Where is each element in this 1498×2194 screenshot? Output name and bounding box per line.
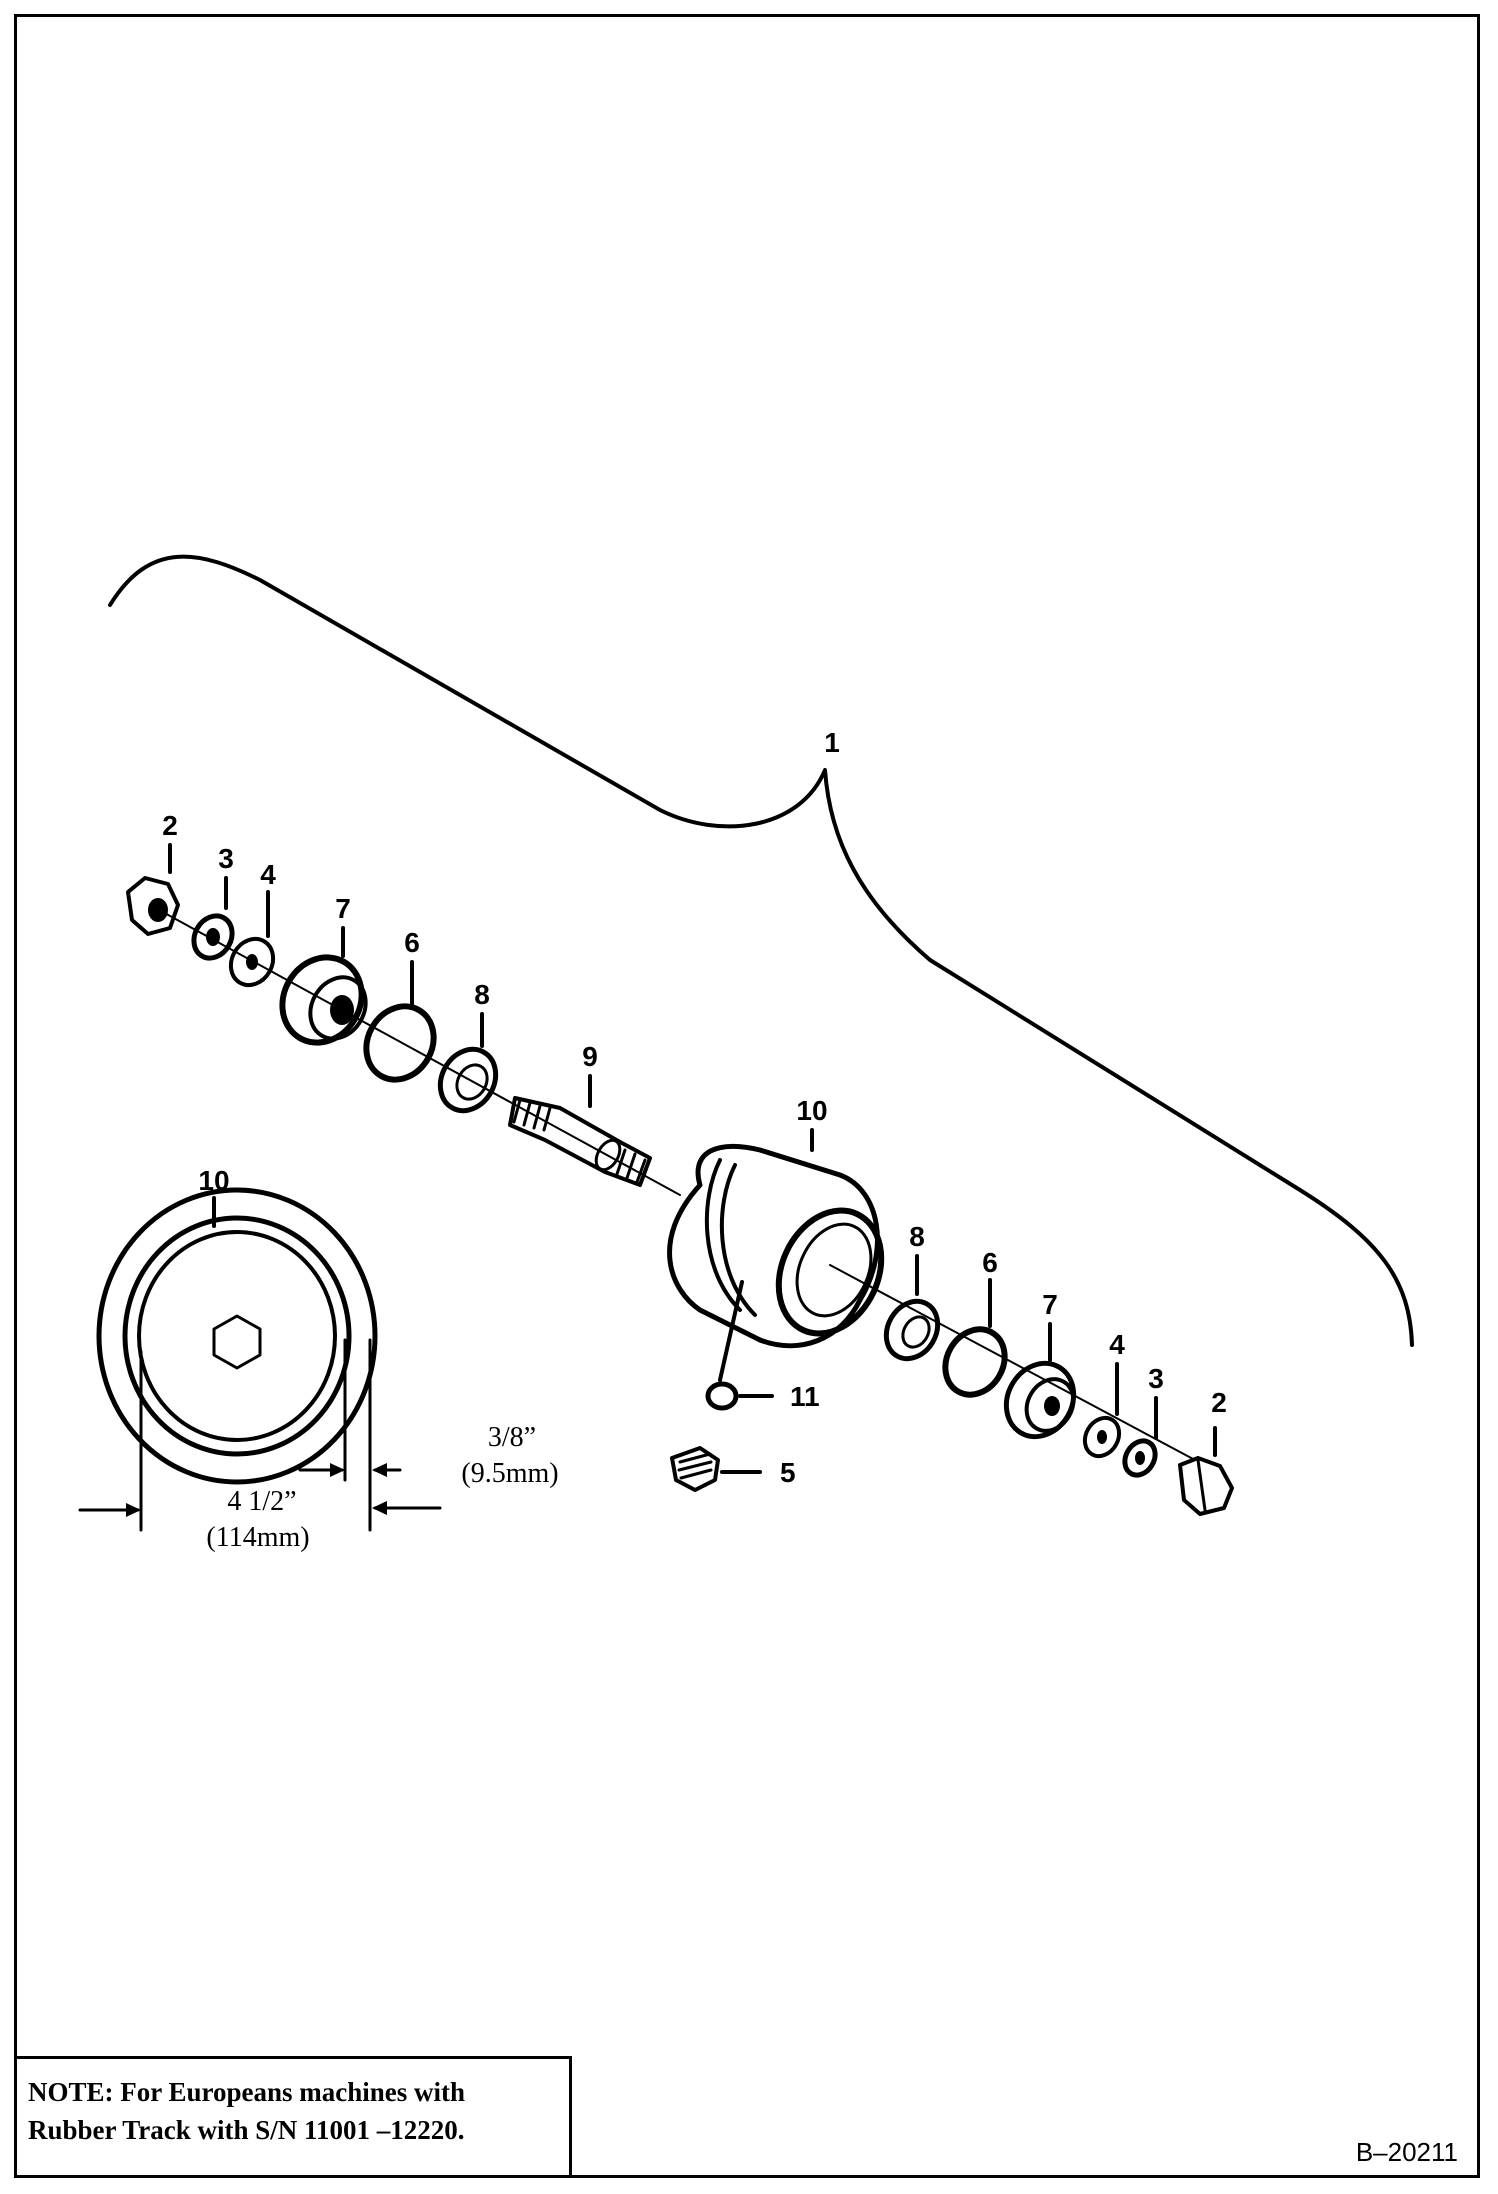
callout-washer4-right: 4 (1109, 1329, 1125, 1360)
note-line-1: NOTE: For Europeans machines with (28, 2077, 466, 2107)
snap-ring-left (363, 1003, 437, 1083)
note-box: NOTE: For Europeans machines with Rubber… (14, 2056, 572, 2178)
callout-bearing-right: 8 (909, 1221, 925, 1252)
figure-id: B–20211 (1355, 2137, 1458, 2167)
callout-endview: 10 (198, 1165, 229, 1196)
plug (670, 1446, 720, 1492)
leader-lines (168, 843, 1217, 1474)
callout-nut-left: 2 (162, 810, 178, 841)
dimension-flange: 3/8” (488, 1422, 536, 1453)
callout-washer4-left: 4 (260, 859, 276, 890)
callout-washer3-left: 3 (218, 843, 234, 874)
dimension-diameter-metric: (114mm) (206, 1522, 309, 1553)
callout-shaft: 9 (582, 1041, 598, 1072)
hex-socket-icon (212, 1314, 262, 1370)
callout-roller: 10 (796, 1095, 827, 1126)
callout-plug: 5 (780, 1457, 796, 1488)
axis-line-lower (829, 1264, 1196, 1461)
shaft (508, 1096, 652, 1187)
callout-assembly: 1 (824, 727, 840, 758)
callout-nut-right: 2 (1211, 1387, 1227, 1418)
callout-bearing-left: 8 (474, 979, 490, 1010)
drawing-frame (14, 14, 1480, 2178)
note-line-2: Rubber Track with S/N 11001 –12220. (28, 2115, 465, 2145)
dimension-arrows (126, 1463, 387, 1517)
callout-washer3-right: 3 (1148, 1363, 1164, 1394)
snap-ring-right (942, 1326, 1008, 1398)
callout-cap-left: 7 (335, 893, 351, 924)
callout-ring-right: 6 (982, 1247, 998, 1278)
bearing-right (883, 1298, 941, 1362)
callout-ring-left: 6 (404, 927, 420, 958)
assembly-brace (108, 554, 1414, 1347)
acorn-nut-left (126, 876, 180, 936)
end-cap-left (279, 954, 368, 1046)
flat-washer-right (1082, 1415, 1122, 1459)
callout-oring: 11 (790, 1381, 820, 1412)
dimension-diameter: 4 1/2” (227, 1486, 296, 1517)
dimension-flange-metric: (9.5mm) (461, 1458, 558, 1489)
lock-washer-right (1122, 1438, 1158, 1478)
flat-washer-left (228, 936, 276, 988)
end-cap-right (1003, 1360, 1077, 1440)
roller (667, 1143, 885, 1382)
axis-line-upper (149, 904, 681, 1196)
callout-cap-right: 7 (1042, 1289, 1058, 1320)
roller-end-view (96, 1187, 378, 1485)
lock-washer-left (191, 913, 235, 961)
bearing-left (437, 1046, 499, 1114)
acorn-nut-right (1178, 1456, 1234, 1516)
o-ring (705, 1381, 739, 1411)
